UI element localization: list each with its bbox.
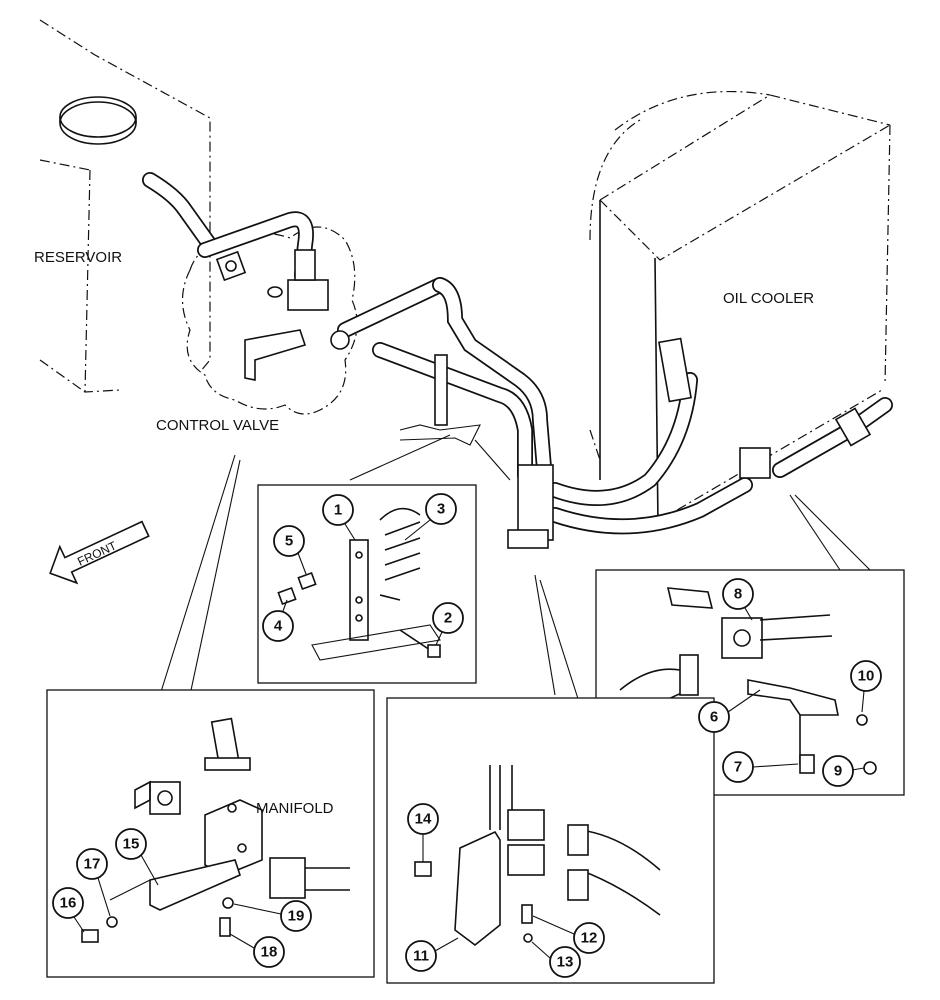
callout-14: 14 xyxy=(407,803,439,835)
callout-4: 4 xyxy=(262,610,294,642)
callout-16: 16 xyxy=(52,887,84,919)
svg-text:6: 6 xyxy=(710,709,718,726)
callout-6: 6 xyxy=(698,701,730,733)
svg-text:12: 12 xyxy=(581,930,598,947)
callout-11: 11 xyxy=(405,940,437,972)
hydraulic-lines xyxy=(142,172,893,535)
control-valve-fittings xyxy=(215,249,872,549)
callout-9: 9 xyxy=(822,755,854,787)
svg-text:19: 19 xyxy=(288,908,305,925)
svg-text:13: 13 xyxy=(557,954,574,971)
svg-text:10: 10 xyxy=(858,668,875,685)
svg-text:4: 4 xyxy=(274,618,283,635)
svg-text:8: 8 xyxy=(734,586,742,603)
callout-13: 13 xyxy=(549,946,581,978)
svg-text:5: 5 xyxy=(285,533,293,550)
callout-3: 3 xyxy=(425,493,457,525)
detail-panel-tube-mount xyxy=(386,697,715,984)
svg-text:18: 18 xyxy=(261,944,278,961)
callout-7: 7 xyxy=(722,751,754,783)
svg-text:17: 17 xyxy=(84,856,101,873)
detail-leader-lines xyxy=(159,424,871,706)
svg-text:11: 11 xyxy=(413,948,429,965)
svg-text:2: 2 xyxy=(444,610,452,627)
svg-text:14: 14 xyxy=(415,811,432,828)
svg-text:9: 9 xyxy=(834,763,842,780)
control-valve-label: CONTROL VALVE xyxy=(156,417,279,434)
reservoir-label: RESERVOIR xyxy=(34,249,122,266)
control-valve-outline xyxy=(181,226,358,415)
front-direction-arrow: FRONT xyxy=(49,520,150,585)
svg-text:3: 3 xyxy=(437,501,445,518)
callout-2: 2 xyxy=(432,602,464,634)
callout-17: 17 xyxy=(76,848,108,880)
manifold-label: MANIFOLD xyxy=(256,800,334,817)
oil-cooler-unit xyxy=(589,90,891,526)
callout-15: 15 xyxy=(115,828,147,860)
svg-text:15: 15 xyxy=(123,836,140,853)
svg-text:16: 16 xyxy=(60,895,77,912)
oil-cooler-label: OIL COOLER xyxy=(723,290,814,307)
callout-8: 8 xyxy=(722,578,754,610)
svg-text:1: 1 xyxy=(334,502,342,519)
callout-10: 10 xyxy=(850,660,882,692)
callout-1: 1 xyxy=(322,494,354,526)
callout-5: 5 xyxy=(273,525,305,557)
detail-panel-manifold: MANIFOLD xyxy=(46,689,375,978)
callout-18: 18 xyxy=(253,936,285,968)
reservoir-tank xyxy=(39,19,211,393)
svg-text:7: 7 xyxy=(734,759,742,776)
callout-12: 12 xyxy=(573,922,605,954)
callout-19: 19 xyxy=(280,900,312,932)
